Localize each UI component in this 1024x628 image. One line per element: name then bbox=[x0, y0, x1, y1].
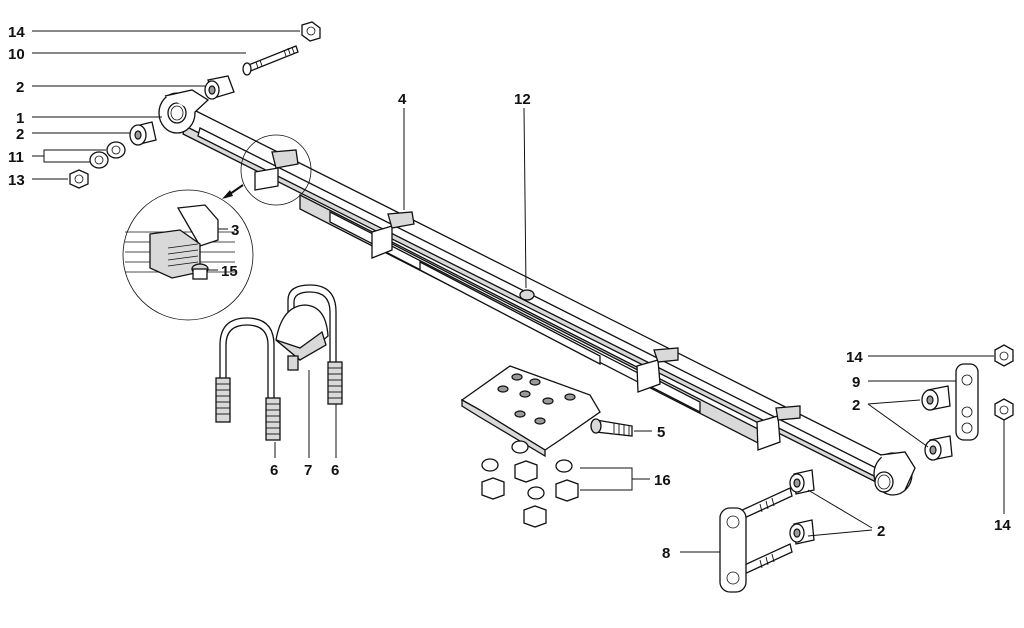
callout-3: 3 bbox=[231, 222, 239, 239]
callout-7: 7 bbox=[304, 462, 312, 479]
callout-4: 4 bbox=[398, 91, 407, 108]
detail-arrow-icon bbox=[222, 184, 244, 199]
shackle-plate-9 bbox=[955, 363, 979, 441]
callout-2-d: 2 bbox=[877, 523, 885, 540]
bushing-shackle-lower bbox=[789, 519, 815, 545]
callout-1: 1 bbox=[16, 110, 24, 127]
callout-5: 5 bbox=[657, 424, 665, 441]
u-bolt-right bbox=[287, 284, 343, 405]
bushing-rear-upper bbox=[921, 385, 951, 411]
spring-clip-middle bbox=[371, 211, 415, 259]
callout-2-c: 2 bbox=[852, 397, 860, 414]
leaf-spring bbox=[158, 89, 916, 496]
spring-seat-plate bbox=[460, 365, 601, 458]
bump-stop-7 bbox=[275, 304, 329, 371]
callout-6-right: 6 bbox=[331, 462, 339, 479]
washers bbox=[89, 141, 126, 169]
nut-top bbox=[301, 21, 321, 42]
lock-washers-and-nuts bbox=[481, 440, 579, 528]
bolt-10 bbox=[242, 45, 299, 76]
spring-clip-rear-2 bbox=[756, 405, 801, 451]
callout-11: 11 bbox=[8, 149, 24, 166]
callout-9: 9 bbox=[852, 374, 860, 391]
nut-right-top bbox=[994, 344, 1014, 367]
callout-13: 13 bbox=[8, 172, 25, 189]
detail-circle-small bbox=[240, 134, 312, 206]
shackle-8 bbox=[719, 487, 793, 593]
leader-lines bbox=[32, 30, 1005, 553]
u-bolt-left bbox=[215, 317, 281, 441]
callout-14-bottom: 14 bbox=[994, 517, 1011, 534]
bushing-rear-lower bbox=[924, 435, 953, 461]
callout-14-top: 14 bbox=[8, 24, 25, 41]
spring-clip-rear-1 bbox=[636, 347, 679, 393]
stud-5 bbox=[590, 418, 633, 437]
detail-circle-large bbox=[122, 189, 254, 321]
callout-16: 16 bbox=[654, 472, 671, 489]
callout-2-a: 2 bbox=[16, 79, 24, 96]
callout-14-right: 14 bbox=[846, 349, 863, 366]
bushing-top bbox=[204, 75, 235, 100]
nut-right-bottom bbox=[994, 398, 1014, 421]
bushing-shackle-upper bbox=[789, 469, 815, 495]
bushing-lower bbox=[129, 121, 157, 146]
callout-2-b: 2 bbox=[16, 126, 24, 143]
spring-clip-front bbox=[254, 149, 299, 191]
callout-15: 15 bbox=[221, 263, 238, 280]
callout-8: 8 bbox=[662, 545, 670, 562]
callout-10: 10 bbox=[8, 46, 25, 63]
callout-12: 12 bbox=[514, 91, 531, 108]
callout-6-left: 6 bbox=[270, 462, 278, 479]
nut-13 bbox=[69, 169, 89, 189]
